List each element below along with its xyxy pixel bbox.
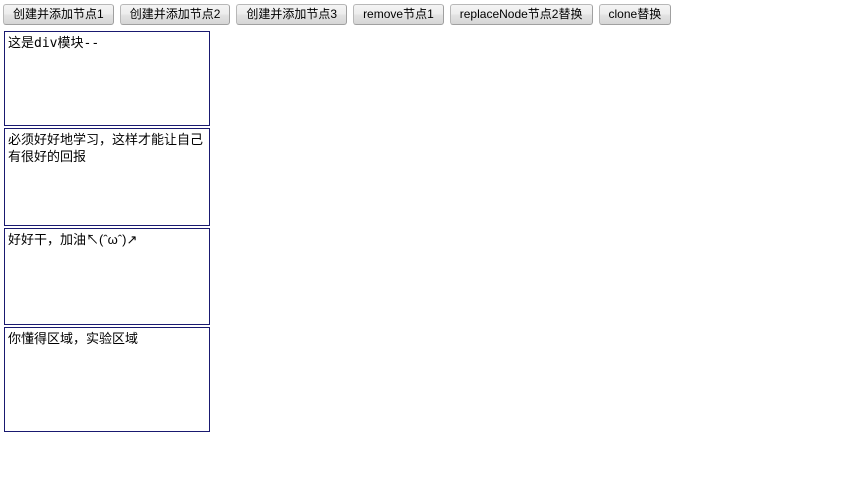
study-text-box-text: 必须好好地学习，这样才能让自己有很好的回报 [8,132,204,164]
study-text-box: 必须好好地学习，这样才能让自己有很好的回报 [4,128,210,226]
remove-node-1-button[interactable]: remove节点1 [353,4,444,25]
experiment-area-box-text: 你懂得区域，实验区域 [8,331,139,346]
create-append-node-3-button[interactable]: 创建并添加节点3 [236,4,348,25]
cjk-run: 这是 [8,35,35,50]
encouragement-box-text: 好好干，加油↖(ˆωˆ)↗ [8,232,138,247]
create-append-node-2-button[interactable]: 创建并添加节点2 [119,4,231,25]
experiment-area-box: 你懂得区域，实验区域 [4,327,210,432]
create-append-node-1-button[interactable]: 创建并添加节点1 [3,4,114,25]
div-module-box: 这是div模块-- [4,31,210,126]
latin-run: -- [83,36,100,51]
clone-replace-button[interactable]: clone替换 [598,4,672,25]
encouragement-box: 好好干，加油↖(ˆωˆ)↗ [4,228,210,325]
button-toolbar: 创建并添加节点1 创建并添加节点2 创建并添加节点3 remove节点1 rep… [3,4,672,25]
latin-run: div [34,36,58,51]
cjk-run: 模块 [57,35,84,50]
div-module-box-text: 这是div模块-- [8,35,100,51]
replace-node-2-button[interactable]: replaceNode节点2替换 [449,4,593,25]
content-box-stack: 这是div模块-- 必须好好地学习，这样才能让自己有很好的回报 好好干，加油↖(… [4,31,210,432]
